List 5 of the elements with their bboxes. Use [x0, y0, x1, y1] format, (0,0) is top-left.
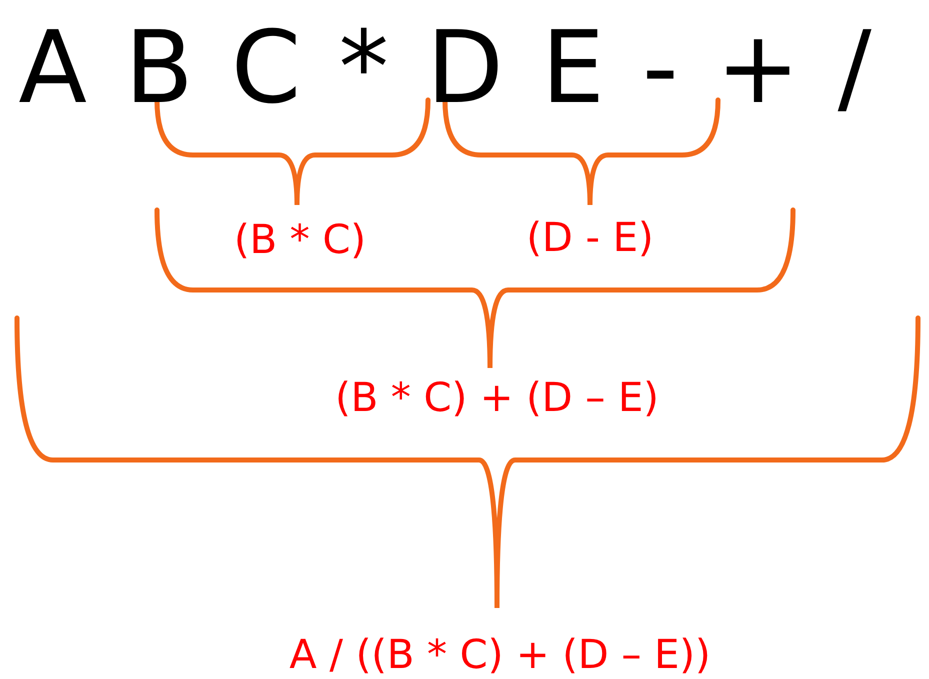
postfix-expression: A B C * D E - + /: [18, 18, 872, 118]
sub-expression: (B * C): [234, 220, 366, 260]
sub-expression: (B * C) + (D – E): [335, 378, 659, 418]
sub-expression: (D - E): [526, 218, 654, 258]
result-expression: A / ((B * C) + (D – E)): [289, 635, 711, 675]
